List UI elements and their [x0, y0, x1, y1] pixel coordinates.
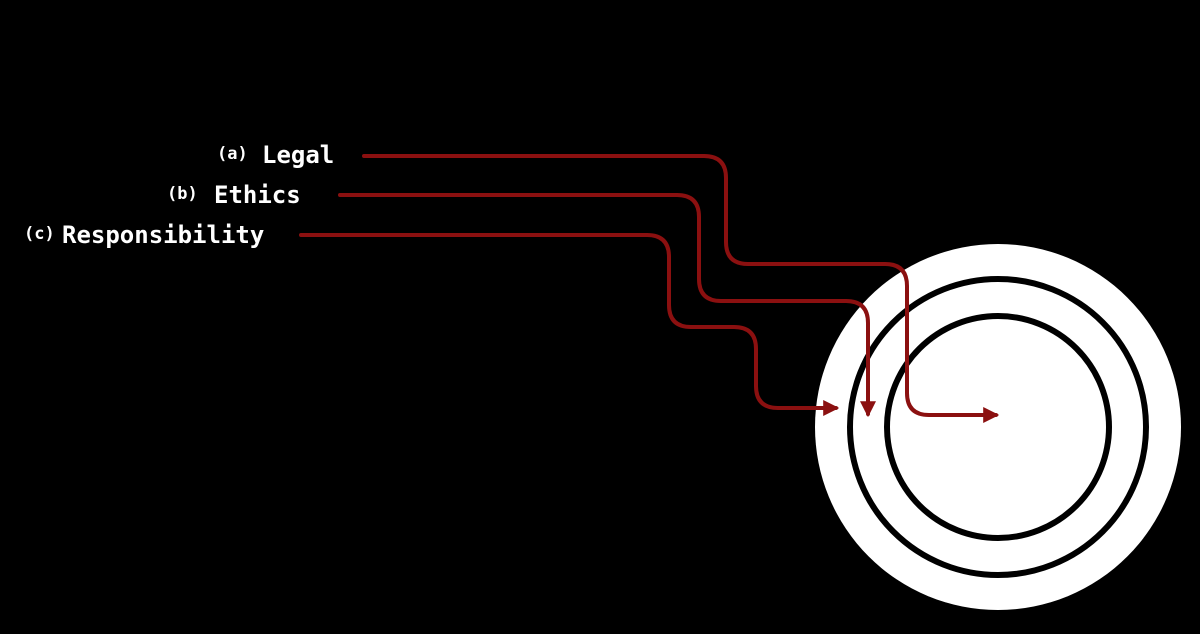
label-c-tag: (c): [24, 224, 55, 244]
arrow-responsibility: [299, 233, 840, 416]
label-responsibility: Responsibility: [62, 221, 265, 249]
label-legal: Legal: [262, 141, 335, 169]
inner-ring: [884, 313, 1112, 541]
arrow-ethics: [338, 193, 876, 418]
label-a-tag: (a): [217, 144, 248, 164]
arrow-legal: [362, 154, 1000, 423]
label-ethics: Ethics: [214, 181, 301, 209]
label-b-tag: (b): [167, 184, 198, 204]
